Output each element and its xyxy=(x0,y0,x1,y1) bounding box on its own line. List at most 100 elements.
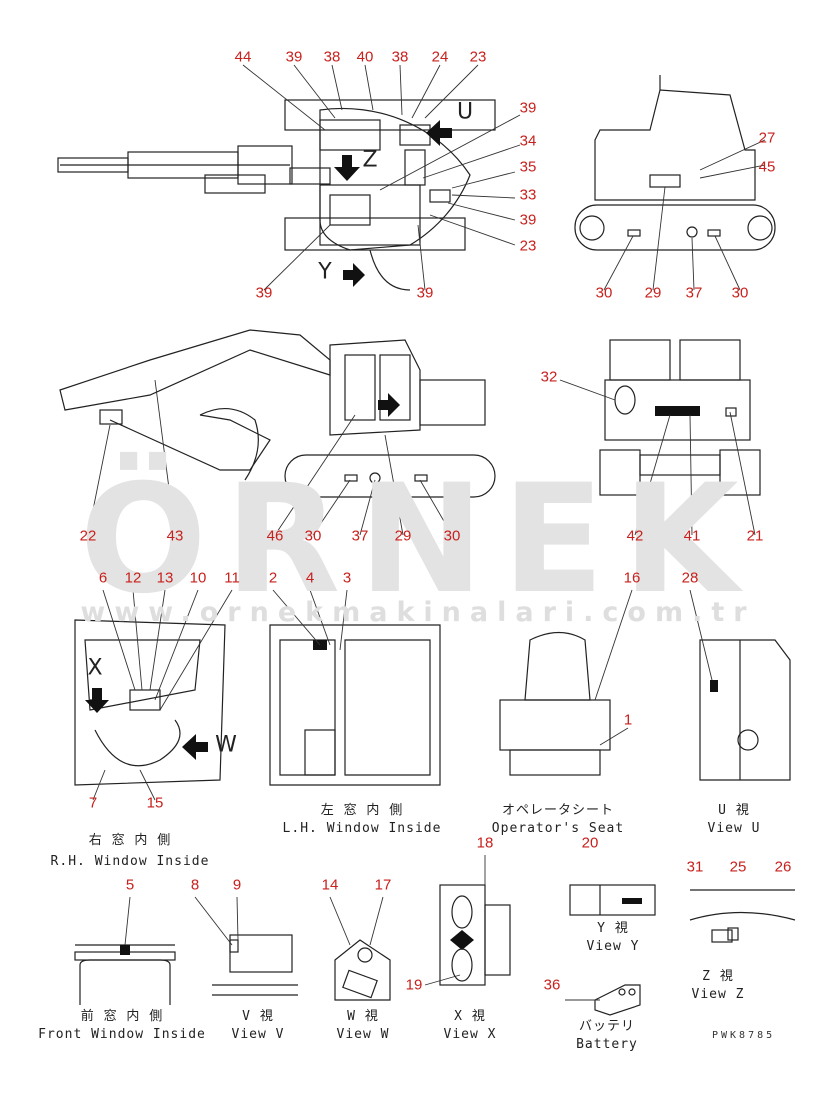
caption-en: View W xyxy=(336,1027,390,1042)
view-letter-u: U xyxy=(456,99,474,125)
callout-10: 10 xyxy=(189,569,207,587)
caption-lh-window: 左 窓 内 側 L.H. Window Inside xyxy=(283,802,442,838)
caption-jp: W 視 xyxy=(347,1009,379,1024)
callout-17: 17 xyxy=(374,876,392,894)
callout-8: 8 xyxy=(190,876,200,894)
callout-7: 7 xyxy=(88,794,98,812)
callout-30: 30 xyxy=(304,527,322,545)
caption-view-w: W 視 View W xyxy=(337,1008,390,1044)
callout-15: 15 xyxy=(146,794,164,812)
caption-jp: U 視 xyxy=(718,803,750,818)
callout-4: 4 xyxy=(305,569,315,587)
callout-23: 23 xyxy=(519,237,537,255)
callout-22: 22 xyxy=(79,527,97,545)
front-window-drawing xyxy=(74,944,176,1005)
view-u-drawing xyxy=(699,639,791,781)
callout-40: 40 xyxy=(356,48,374,66)
callout-3: 3 xyxy=(342,569,352,587)
callout-31: 31 xyxy=(686,858,704,876)
caption-jp: Y 視 xyxy=(597,921,629,936)
caption-jp: 右 窓 内 側 xyxy=(88,833,172,848)
callout-43: 43 xyxy=(166,527,184,545)
view-x-drawing xyxy=(439,884,511,986)
callout-9: 9 xyxy=(232,876,242,894)
caption-en: View Y xyxy=(586,939,640,954)
callout-36: 36 xyxy=(543,976,561,994)
leader-lines xyxy=(87,64,766,1001)
callout-11: 11 xyxy=(224,569,240,587)
callout-38: 38 xyxy=(391,48,409,66)
callout-30: 30 xyxy=(731,284,749,302)
rear-view-drawing xyxy=(599,339,761,496)
caption-jp: バッテリ xyxy=(578,1019,636,1034)
caption-en: View V xyxy=(231,1027,285,1042)
callout-32: 32 xyxy=(540,368,558,386)
callout-6: 6 xyxy=(98,569,108,587)
callout-46: 46 xyxy=(266,527,284,545)
caption-jp: V 視 xyxy=(242,1009,274,1024)
view-letter-x: X xyxy=(87,655,103,681)
callout-45: 45 xyxy=(758,158,776,176)
callout-5: 5 xyxy=(125,876,135,894)
drawing-code: PWK8785 xyxy=(712,1030,776,1041)
caption-en: Operator's Seat xyxy=(491,821,625,836)
callout-37: 37 xyxy=(351,527,369,545)
callout-23: 23 xyxy=(469,48,487,66)
callout-37: 37 xyxy=(685,284,703,302)
operator-seat-drawing xyxy=(499,631,611,776)
callout-33: 33 xyxy=(519,186,537,204)
lh-window-drawing xyxy=(269,624,441,786)
caption-battery: バッテリ Battery xyxy=(576,1018,638,1054)
caption-jp: 前 窓 内 側 xyxy=(80,1009,164,1024)
caption-view-v: V 視 View V xyxy=(232,1008,285,1044)
callout-29: 29 xyxy=(644,284,662,302)
view-v-drawing xyxy=(212,934,298,996)
callout-19: 19 xyxy=(405,976,423,994)
top-view-drawing xyxy=(57,99,496,291)
callout-35: 35 xyxy=(519,158,537,176)
callout-26: 26 xyxy=(774,858,792,876)
callout-39: 39 xyxy=(285,48,303,66)
watermark-brand: ÖRNEK xyxy=(79,453,757,627)
rh-window-drawing xyxy=(74,619,226,786)
caption-jp: X 視 xyxy=(454,1009,486,1024)
callout-38: 38 xyxy=(323,48,341,66)
caption-en: View U xyxy=(707,821,761,836)
callout-28: 28 xyxy=(681,569,699,587)
caption-rh-window: 右 窓 内 側 R.H. Window Inside xyxy=(51,832,210,871)
view-letter-z: Z xyxy=(362,147,378,173)
callout-42: 42 xyxy=(626,527,644,545)
view-z-drawing xyxy=(689,889,796,943)
callout-24: 24 xyxy=(431,48,449,66)
callout-27: 27 xyxy=(758,129,776,147)
caption-jp: Z 視 xyxy=(702,969,734,984)
view-letter-y: Y xyxy=(318,259,332,285)
callout-25: 25 xyxy=(729,858,747,876)
view-letter-w: W xyxy=(215,732,237,758)
callout-39: 39 xyxy=(519,99,537,117)
caption-en: View Z xyxy=(691,987,745,1002)
callout-44: 44 xyxy=(234,48,252,66)
caption-view-x: X 視 View X xyxy=(444,1008,497,1044)
callout-29: 29 xyxy=(394,527,412,545)
callout-16: 16 xyxy=(623,569,641,587)
callout-30: 30 xyxy=(595,284,613,302)
callout-21: 21 xyxy=(746,527,764,545)
callout-14: 14 xyxy=(321,876,339,894)
caption-view-z: Z 視 View Z xyxy=(692,968,745,1004)
caption-view-u: U 視 View U xyxy=(708,802,761,838)
callout-18: 18 xyxy=(476,834,494,852)
callout-41: 41 xyxy=(683,527,701,545)
callout-39: 39 xyxy=(519,211,537,229)
side-view-left-drawing xyxy=(59,329,496,498)
callout-12: 12 xyxy=(124,569,142,587)
callout-1: 1 xyxy=(623,711,633,729)
caption-jp: 左 窓 内 側 xyxy=(320,803,404,818)
callout-39: 39 xyxy=(416,284,434,302)
callout-13: 13 xyxy=(156,569,174,587)
caption-en: Front Window Inside xyxy=(38,1027,206,1042)
caption-operator-seat: オペレータシート Operator's Seat xyxy=(492,802,624,838)
caption-front-window: 前 窓 内 側 Front Window Inside xyxy=(38,1008,206,1044)
callout-2: 2 xyxy=(268,569,278,587)
caption-view-y: Y 視 View Y xyxy=(587,920,640,956)
